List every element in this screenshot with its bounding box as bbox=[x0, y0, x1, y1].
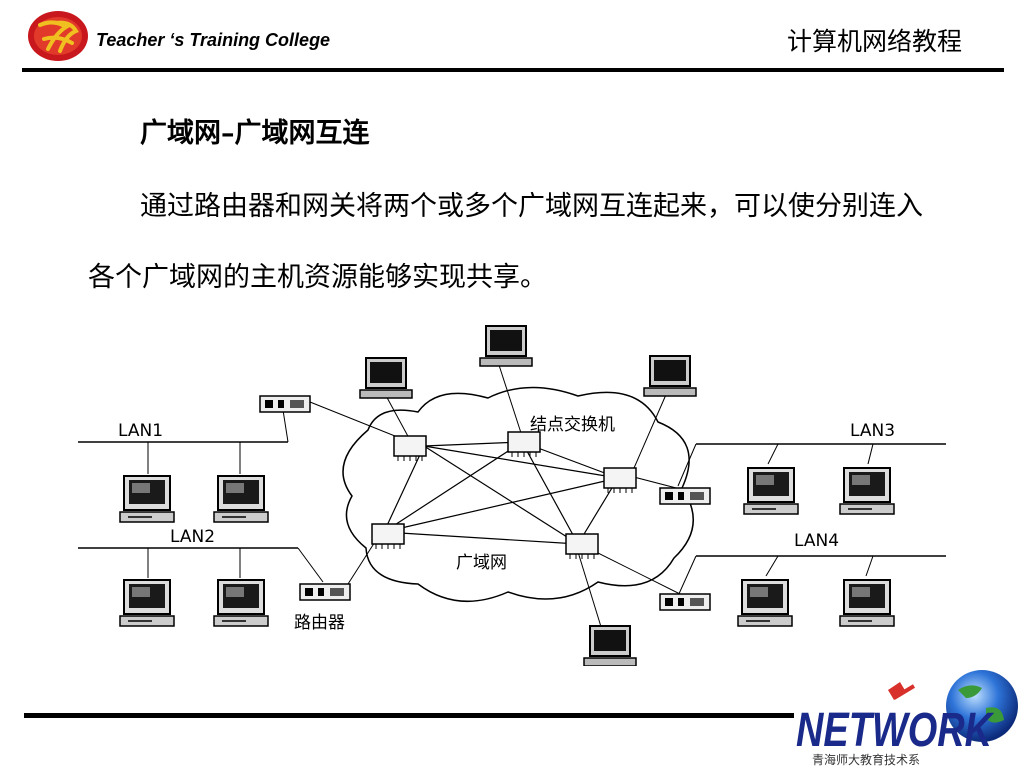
node-switch bbox=[603, 467, 637, 494]
lan4-pc bbox=[839, 579, 895, 627]
router-lan1 bbox=[259, 395, 311, 413]
slide-paragraph: 通过路由器和网关将两个或多个广域网互连起来，可以使分别连入各个广域网的主机资源能… bbox=[88, 191, 923, 293]
lan3-pc bbox=[839, 467, 895, 515]
lan2-pc bbox=[119, 579, 175, 627]
node-switch bbox=[371, 523, 405, 550]
node-switch bbox=[565, 533, 599, 560]
host-terminal bbox=[479, 325, 533, 367]
lan2-pc bbox=[213, 579, 269, 627]
host-terminal bbox=[359, 357, 413, 399]
lan3-pc bbox=[743, 467, 799, 515]
router-lan2 bbox=[299, 583, 351, 601]
wan-cloud bbox=[342, 386, 694, 603]
lan4-pc bbox=[737, 579, 793, 627]
router-lan3 bbox=[659, 487, 711, 505]
dept-name: 青海师大教育技术系 bbox=[812, 752, 920, 767]
footer-divider bbox=[24, 713, 794, 718]
lan1-pc bbox=[119, 475, 175, 523]
slide-heading: 广域网–广域网互连 bbox=[140, 118, 370, 149]
router-label: 路由器 bbox=[294, 613, 345, 633]
node-switch-label: 结点交换机 bbox=[530, 415, 615, 435]
lan1-pc bbox=[213, 475, 269, 523]
college-name: Teacher ‘s Training College bbox=[96, 30, 331, 50]
network-word: NETWORK bbox=[796, 704, 995, 757]
node-switch bbox=[393, 435, 427, 462]
wan-label: 广域网 bbox=[456, 553, 507, 573]
header-divider bbox=[22, 68, 1004, 72]
course-title: 计算机网络教程 bbox=[786, 27, 962, 56]
node-switch bbox=[507, 431, 541, 458]
lan4-label: LAN4 bbox=[794, 531, 839, 551]
lan3-label: LAN3 bbox=[850, 421, 895, 441]
host-terminal bbox=[583, 625, 637, 666]
college-logo bbox=[28, 11, 88, 61]
router-lan4 bbox=[659, 593, 711, 611]
wan-interconnection-diagram: LAN1 LAN2 LAN3 LAN4 结点交换机 广域网 路由器 bbox=[78, 325, 946, 666]
lan1-label: LAN1 bbox=[118, 421, 163, 441]
network-logo: NETWORK 青海师大教育技术系 bbox=[796, 670, 1018, 767]
host-terminal bbox=[643, 355, 697, 397]
lan2-label: LAN2 bbox=[170, 527, 215, 547]
